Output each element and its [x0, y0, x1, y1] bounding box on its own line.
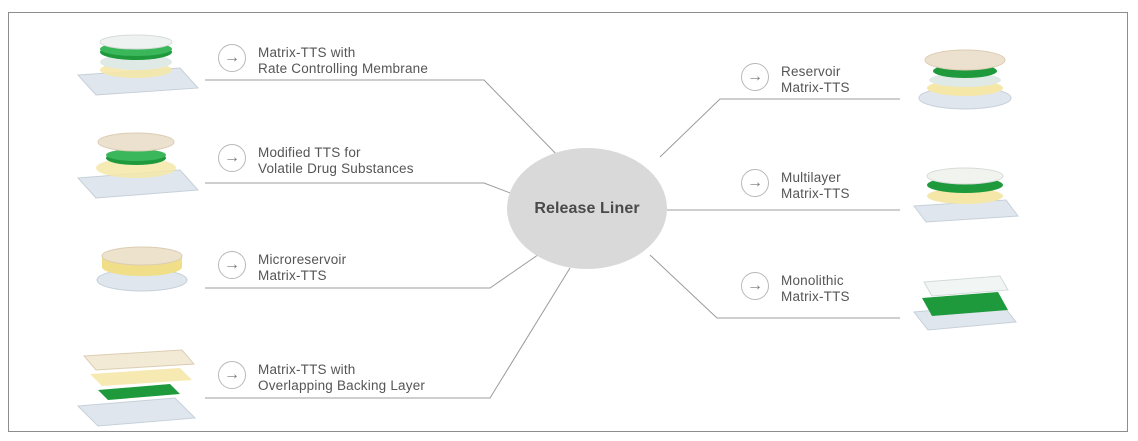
item-label-line1: Reservoir [781, 64, 841, 79]
arrow-right-icon[interactable]: → [741, 169, 769, 197]
item-label: Microreservoir Matrix-TTS [258, 251, 346, 284]
item-label: Multilayer Matrix-TTS [781, 169, 850, 202]
patch-overlapping-image [76, 349, 197, 427]
connector-left-4 [205, 267, 571, 399]
item-matrix-tts-overlapping[interactable]: → Matrix-TTS with Overlapping Backing La… [218, 361, 425, 394]
item-matrix-tts-rate-controlling[interactable]: → Matrix-TTS with Rate Controlling Membr… [218, 44, 428, 77]
hub-label: Release Liner [534, 199, 640, 217]
connector-left-1 [205, 79, 563, 161]
item-label-line2: Rate Controlling Membrane [258, 61, 429, 76]
item-label-line1: Microreservoir [258, 252, 347, 267]
arrow-right-icon[interactable]: → [218, 361, 246, 389]
item-label-line2: Matrix-TTS [781, 289, 850, 304]
patch-rate-controlling-image [76, 34, 200, 96]
arrow-right-icon[interactable]: → [218, 144, 246, 172]
arrow-right-icon[interactable]: → [218, 251, 246, 279]
item-monolithic[interactable]: → Monolithic Matrix-TTS [741, 272, 850, 305]
item-label-line1: Matrix-TTS with [258, 362, 356, 377]
item-label: Monolithic Matrix-TTS [781, 272, 850, 305]
connector-right-3 [649, 254, 900, 319]
item-label-line1: Modified TTS for [258, 145, 361, 160]
patch-reservoir-image [918, 49, 1012, 110]
arrow-right-icon[interactable]: → [741, 63, 769, 91]
item-label-line1: Multilayer [781, 170, 841, 185]
patch-volatile-image [76, 132, 200, 199]
item-label: Reservoir Matrix-TTS [781, 63, 850, 96]
item-modified-tts-volatile[interactable]: → Modified TTS for Volatile Drug Substan… [218, 144, 414, 177]
item-label-line1: Monolithic [781, 273, 844, 288]
item-label-line2: Matrix-TTS [781, 186, 850, 201]
item-label-line2: Matrix-TTS [781, 80, 850, 95]
release-liner-hub: Release Liner [507, 148, 667, 269]
connector-left-3 [205, 249, 546, 289]
item-multilayer[interactable]: → Multilayer Matrix-TTS [741, 169, 850, 202]
arrow-right-icon[interactable]: → [218, 44, 246, 72]
item-label-line1: Matrix-TTS with [258, 45, 356, 60]
patch-multilayer-image [913, 167, 1019, 223]
item-label-line2: Volatile Drug Substances [258, 161, 414, 176]
patch-microreservoir-image [96, 246, 188, 292]
item-microreservoir[interactable]: → Microreservoir Matrix-TTS [218, 251, 346, 284]
arrow-right-icon[interactable]: → [741, 272, 769, 300]
item-label: Matrix-TTS with Rate Controlling Membran… [258, 44, 428, 77]
item-label-line2: Overlapping Backing Layer [258, 378, 426, 393]
item-label: Matrix-TTS with Overlapping Backing Laye… [258, 361, 425, 394]
item-label-line2: Matrix-TTS [258, 268, 327, 283]
connector-right-1 [659, 98, 900, 158]
connector-left-2 [205, 182, 514, 195]
item-reservoir[interactable]: → Reservoir Matrix-TTS [741, 63, 850, 96]
item-label: Modified TTS for Volatile Drug Substance… [258, 144, 414, 177]
patch-monolithic-image [913, 275, 1017, 331]
